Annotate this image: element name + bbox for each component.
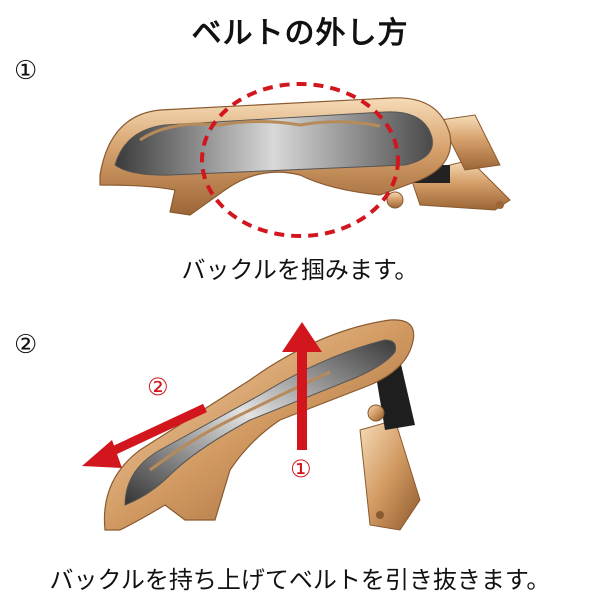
- pull-arrow: [82, 403, 207, 468]
- lift-arrow: [282, 322, 322, 450]
- page-title: ベルトの外し方: [191, 16, 409, 51]
- buckle-body: [99, 97, 504, 216]
- pull-arrow-label: ②: [147, 373, 169, 401]
- step-2-number: ②: [14, 330, 38, 360]
- lift-arrow-label: ①: [290, 455, 312, 483]
- step-1-number: ①: [14, 56, 38, 86]
- grip-highlight-circle: [200, 82, 400, 238]
- step-2-caption: バックルを持ち上げてベルトを引き抜きます。: [49, 566, 551, 594]
- step-1-caption: バックルを掴みます。: [181, 256, 419, 284]
